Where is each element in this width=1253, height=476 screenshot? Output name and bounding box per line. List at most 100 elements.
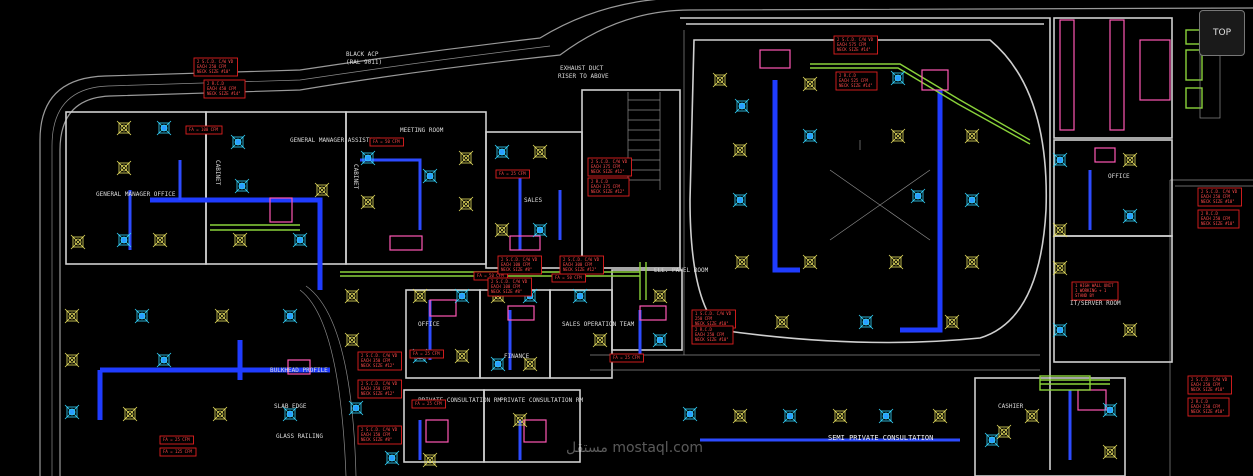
supply-diffuser xyxy=(412,288,428,304)
return-diffuser xyxy=(494,144,510,160)
tag-frame xyxy=(587,157,632,177)
tag-frame xyxy=(357,351,402,371)
tag-line: EACH 450 CFM xyxy=(207,86,236,91)
tag-frame xyxy=(411,399,446,409)
supply-diffuser xyxy=(214,308,230,324)
return-diffuser xyxy=(360,150,376,166)
supply-diffuser xyxy=(774,314,790,330)
watermark: مستقل mostaql.com xyxy=(566,440,703,456)
tag-line: 1 S.C.D. C/W VD xyxy=(695,311,732,316)
supply-diffuser xyxy=(890,128,906,144)
tag-line: NECK SIZE #10" xyxy=(695,337,729,342)
return-diffuser xyxy=(734,98,750,114)
tag-line: EACH 250 CFM xyxy=(695,332,724,337)
tag-line: NECK SIZE #14" xyxy=(839,83,873,88)
viewcube-label: TOP xyxy=(1212,28,1231,38)
room-private-2: PRIVATE CONSULTATION RM xyxy=(500,397,583,404)
tag-line: NECK SIZE #12" xyxy=(361,391,395,396)
return-diffuser xyxy=(234,178,250,194)
return-diffuser xyxy=(1122,208,1138,224)
black-acp-note: BLACK ACP xyxy=(346,51,379,58)
supply-diffuser xyxy=(152,232,168,248)
supply-diffuser xyxy=(522,356,538,372)
tag-line: 2 S.C.D. C/W VD xyxy=(361,427,398,432)
tag-line: EACH 250 CFM xyxy=(1201,194,1230,199)
return-diffuser xyxy=(858,314,874,330)
tag-line: NECK SIZE #10" xyxy=(1191,409,1225,414)
bulkhead-label: BULKHEAD PROFILE xyxy=(270,367,328,374)
tag-line: NECK SIZE #8" xyxy=(491,289,522,294)
supply-diffuser xyxy=(64,352,80,368)
exhaust-note-1: EXHAUST DUCT xyxy=(560,65,604,72)
viewcube-top[interactable]: TOP xyxy=(1199,10,1245,56)
return-diffuser xyxy=(652,332,668,348)
tag-line: NECK SIZE #12" xyxy=(361,363,395,368)
tag-line: FA = 50 CFM xyxy=(373,139,400,144)
tag-line: EACH 350 CFM xyxy=(361,358,390,363)
supply-diffuser xyxy=(652,288,668,304)
supply-diffuser xyxy=(802,76,818,92)
return-diffuser xyxy=(732,192,748,208)
supply-diffuser xyxy=(944,314,960,330)
return-diffuser xyxy=(682,406,698,422)
supply-diffuser xyxy=(116,120,132,136)
return-diffuser xyxy=(282,308,298,324)
return-diffuser xyxy=(984,432,1000,448)
room-cashier: CASHIER xyxy=(998,403,1024,410)
supply-diffuser xyxy=(532,144,548,160)
return-diffuser xyxy=(64,404,80,420)
tag-line: NECK SIZE #10" xyxy=(197,69,231,74)
tag-line: EACH 375 CFM xyxy=(591,184,620,189)
supply-diffuser xyxy=(1052,260,1068,276)
tag-line: FA = 25 CFM xyxy=(499,171,526,176)
tag-line: 2 R.C.D xyxy=(207,81,224,86)
stair xyxy=(627,92,661,190)
supply-diffuser xyxy=(116,160,132,176)
tag-frame xyxy=(409,349,444,359)
supply-diffuser xyxy=(344,332,360,348)
return-diffuser xyxy=(490,356,506,372)
supply-diffuser xyxy=(212,406,228,422)
tag-line: 2 S.C.D. C/W VD xyxy=(591,159,628,164)
tag-frame xyxy=(559,255,604,275)
tag-frame xyxy=(185,125,223,135)
hvac-tag-t27: FA = 125 CFM xyxy=(159,447,197,457)
return-diffuser xyxy=(230,134,246,150)
room-sales: SALES xyxy=(524,197,542,204)
return-diffuser xyxy=(572,288,588,304)
supply-diffuser xyxy=(314,182,330,198)
tag-frame xyxy=(833,35,878,55)
tag-line: NECK SIZE #12" xyxy=(591,189,625,194)
supply-diffuser xyxy=(494,222,510,238)
room-labels: GENERAL MANAGER OFFICE GENERAL MANAGER A… xyxy=(96,51,1130,442)
supply-diffuser xyxy=(1052,222,1068,238)
tag-line: NECK SIZE #10" xyxy=(695,321,729,326)
tag-line: 2 S.C.D. C/W VD xyxy=(491,279,528,284)
tag-frame xyxy=(1187,375,1232,395)
hvac-tag-t15: FA = 25 CFM xyxy=(411,399,446,409)
tag-line: 2 R.C.D xyxy=(695,327,712,332)
tag-line: 2 R.C.D xyxy=(1191,399,1208,404)
room-gm-assistant: GENERAL MANAGER ASSISTANT xyxy=(290,137,381,144)
tag-frame xyxy=(497,255,542,275)
tag-frame xyxy=(1197,209,1240,229)
tag-frame xyxy=(1187,397,1230,417)
tag-frame xyxy=(691,325,734,345)
supply-diffuser xyxy=(732,142,748,158)
return-diffuser xyxy=(1052,152,1068,168)
tag-line: 2 S.C.D. C/W VD xyxy=(197,59,234,64)
tag-frame xyxy=(159,447,197,457)
supply-diffuser xyxy=(734,254,750,270)
tag-frame xyxy=(609,353,644,363)
ral-note: (RAL 9011) xyxy=(346,59,382,66)
